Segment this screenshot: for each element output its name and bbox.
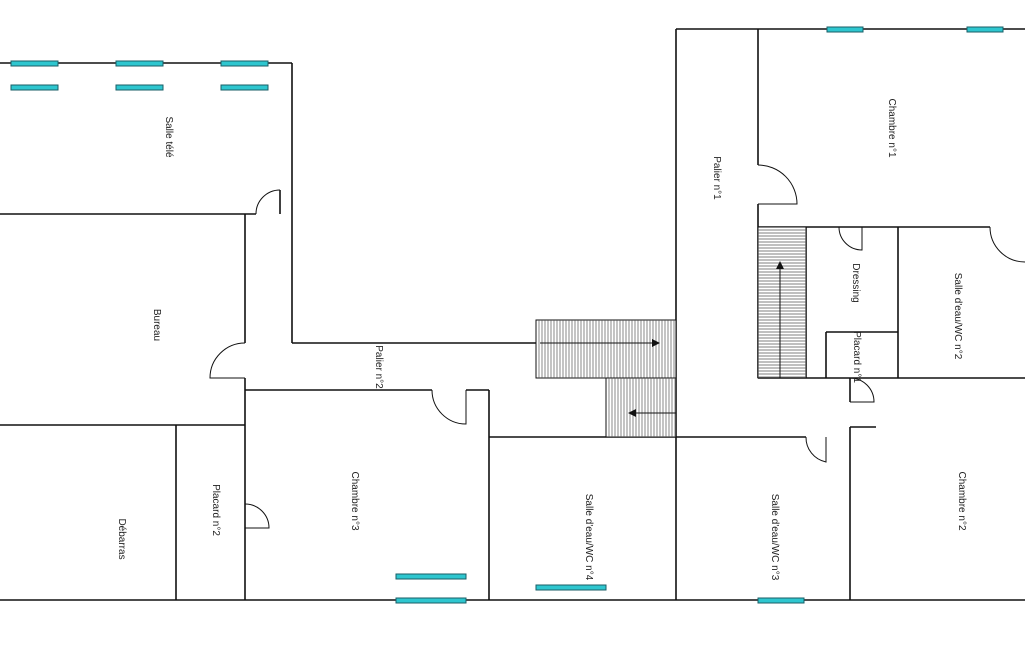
room-label-palier-1: Palier n°1 <box>711 156 722 200</box>
room-label-salle-eau-3: Salle d'eau/WC n°3 <box>769 494 780 581</box>
window <box>757 597 805 604</box>
stair-arrow-up <box>776 261 784 269</box>
doors <box>209 164 1025 529</box>
windows <box>10 26 1004 604</box>
stair-arrow-left <box>628 409 636 417</box>
door-bureau <box>209 342 246 379</box>
room-label-salle-eau-4: Salle d'eau/WC n°4 <box>583 494 594 581</box>
door-chambre-3 <box>431 389 467 425</box>
door-placard-2 <box>244 503 270 529</box>
room-label-chambre-1: Chambre n°1 <box>886 98 897 157</box>
window <box>395 573 467 580</box>
window <box>826 26 864 33</box>
window <box>10 60 59 67</box>
window <box>535 584 607 591</box>
room-label-debarras: Débarras <box>116 518 127 559</box>
room-label-palier-2: Palier n°2 <box>373 345 384 389</box>
room-label-placard-2: Placard n°2 <box>210 484 221 536</box>
door-placard-1 <box>849 377 875 403</box>
window <box>10 84 59 91</box>
stair-arrow-right <box>652 339 660 347</box>
room-label-salle-eau-2: Salle d'eau/WC n°2 <box>952 273 963 360</box>
room-label-dressing: Dressing <box>850 263 861 302</box>
stairs-upper <box>757 226 807 379</box>
door-chambre-1 <box>757 164 798 205</box>
door-salle-eau-2 <box>989 226 1025 263</box>
room-label-placard-1: Placard n°1 <box>851 331 862 383</box>
door-salle-tele <box>255 189 281 215</box>
window <box>115 84 164 91</box>
door-dressing <box>838 226 863 251</box>
stairs-lower <box>535 319 677 438</box>
door-salle-eau-3 <box>805 436 827 463</box>
room-label-bureau: Bureau <box>151 309 162 341</box>
room-label-salle-tele: Salle télé <box>163 116 174 158</box>
window <box>220 60 269 67</box>
room-label-chambre-2: Chambre n°2 <box>956 471 967 530</box>
window <box>115 60 164 67</box>
window <box>966 26 1004 33</box>
window <box>220 84 269 91</box>
window <box>395 597 467 604</box>
room-labels: Salle télé Bureau Palier n°2 Débarras Pl… <box>116 98 967 580</box>
room-label-chambre-3: Chambre n°3 <box>349 471 360 530</box>
